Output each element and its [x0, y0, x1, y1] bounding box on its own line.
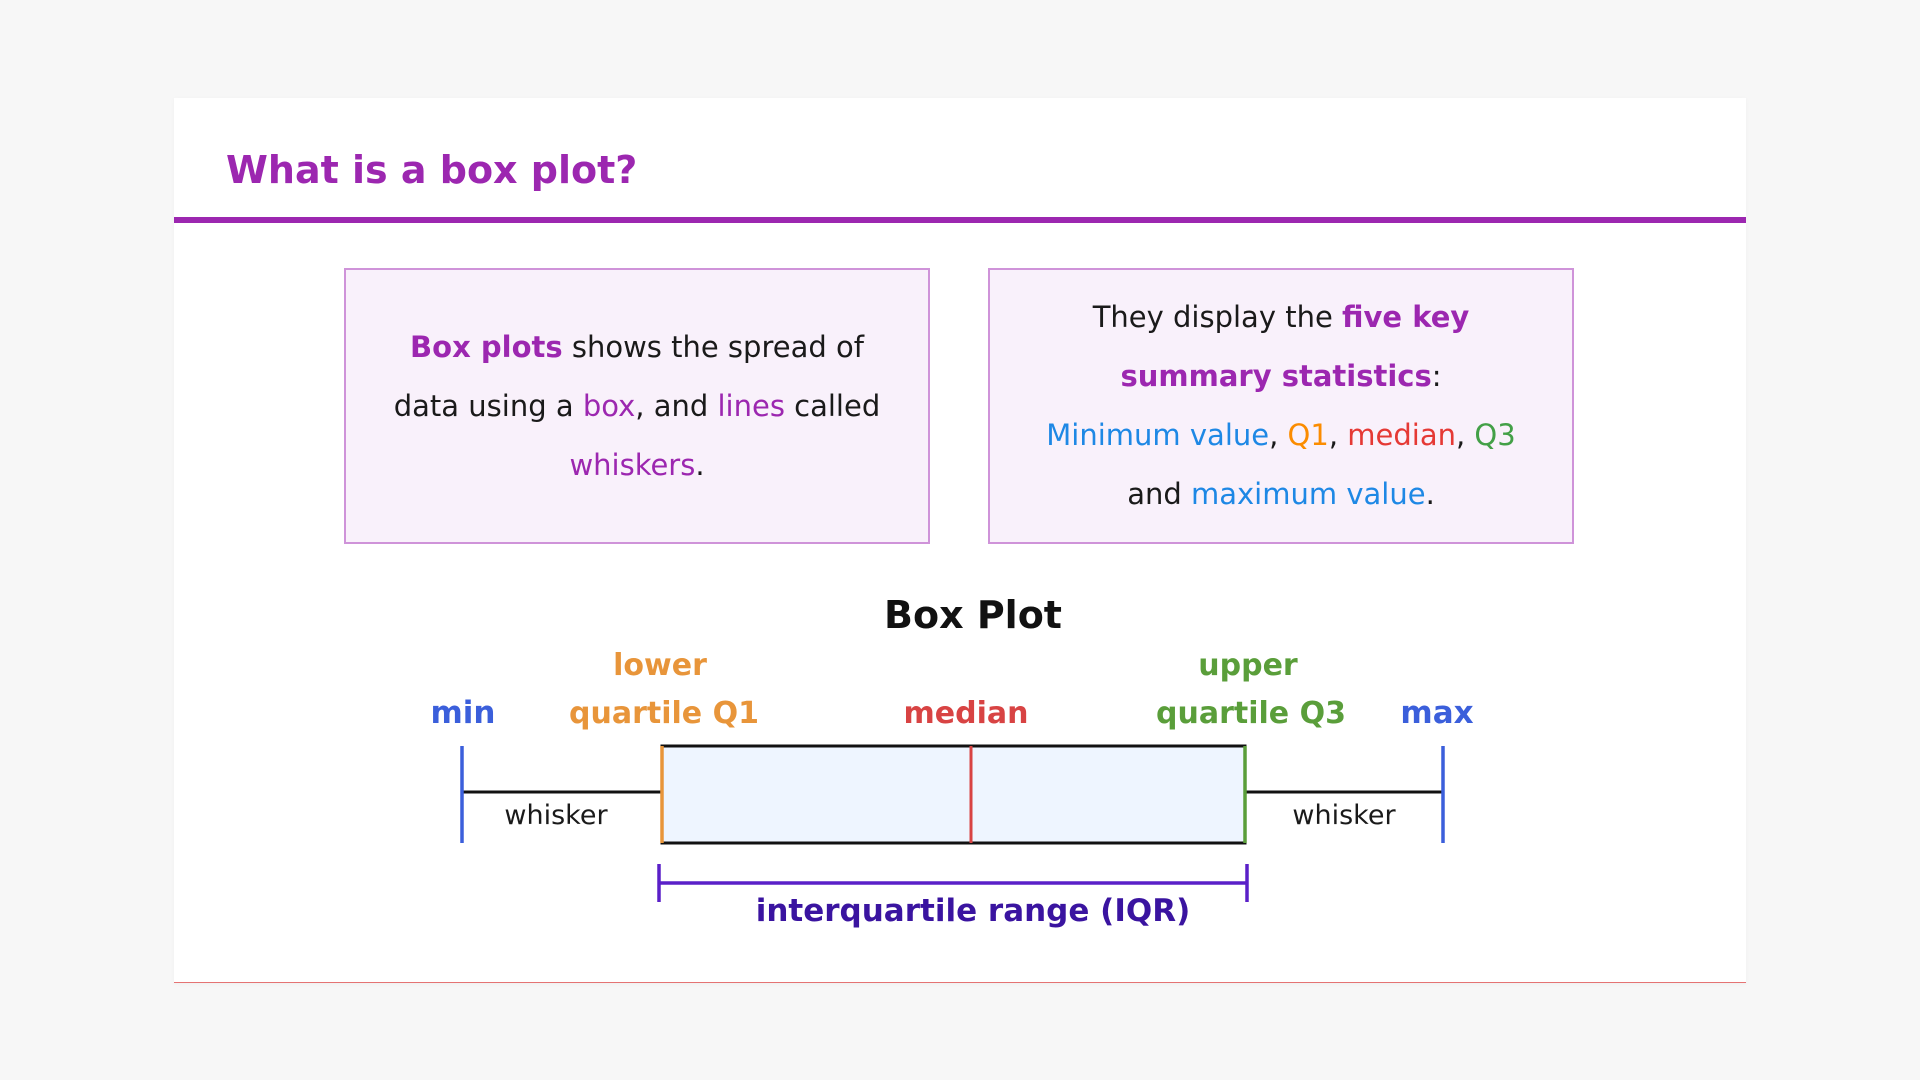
- upper-quartile-label-line2: quartile Q3: [1156, 696, 1346, 731]
- statistics-text-segment: They display the: [1092, 300, 1343, 334]
- statistics-text: They display the five key summary statis…: [1020, 288, 1542, 524]
- definition-text-segment: , and: [635, 388, 718, 423]
- term-q1: Q1: [1287, 418, 1329, 452]
- diagram-title: Box Plot: [884, 593, 1062, 637]
- slide-card: What is a box plot? Box plots shows the …: [174, 98, 1746, 983]
- min-label: min: [431, 695, 496, 731]
- statistics-separator: ,: [1455, 418, 1475, 452]
- statistics-text-segment: :: [1431, 359, 1442, 393]
- lower-quartile-label-line1: lower: [613, 648, 707, 683]
- term-five-key-statistics: five key summary statistics: [1120, 300, 1470, 393]
- term-box: box: [582, 388, 636, 423]
- definition-text-segment: .: [695, 447, 705, 482]
- box-plot-definition-box: Box plots shows the spread of data using…: [344, 268, 930, 544]
- statistics-separator: ,: [1269, 418, 1288, 452]
- max-label: max: [1400, 695, 1473, 731]
- definition-text: Box plots shows the spread of data using…: [376, 318, 898, 495]
- slide-header: What is a box plot?: [174, 98, 1746, 223]
- term-whiskers: whiskers: [569, 447, 696, 482]
- term-maximum-value: maximum value: [1191, 477, 1426, 511]
- term-minimum-value: Minimum value: [1046, 418, 1270, 452]
- median-label: median: [904, 696, 1029, 731]
- left-whisker-label: whisker: [504, 800, 608, 831]
- upper-quartile-label-line1: upper: [1198, 648, 1298, 683]
- box-plot-diagram: Box Plot min lower quartile Q1 median up…: [431, 593, 1474, 929]
- term-box-plots: Box plots: [410, 329, 563, 364]
- term-q3: Q3: [1474, 418, 1516, 452]
- definition-text-segment: called: [784, 388, 881, 423]
- page-title: What is a box plot?: [226, 148, 638, 192]
- statistics-text-segment: .: [1425, 477, 1435, 511]
- iqr-label: interquartile range (IQR): [756, 893, 1191, 929]
- statistics-text-segment: and: [1127, 477, 1191, 511]
- lower-quartile-label-line2: quartile Q1: [569, 696, 759, 731]
- iqr-box: [660, 744, 1247, 845]
- right-whisker-label: whisker: [1292, 800, 1396, 831]
- term-median: median: [1347, 418, 1456, 452]
- statistics-separator: ,: [1328, 418, 1348, 452]
- definition-text-segment: shows the spread of data using a: [393, 329, 864, 423]
- term-lines: lines: [717, 388, 785, 423]
- five-statistics-box: They display the five key summary statis…: [988, 268, 1574, 544]
